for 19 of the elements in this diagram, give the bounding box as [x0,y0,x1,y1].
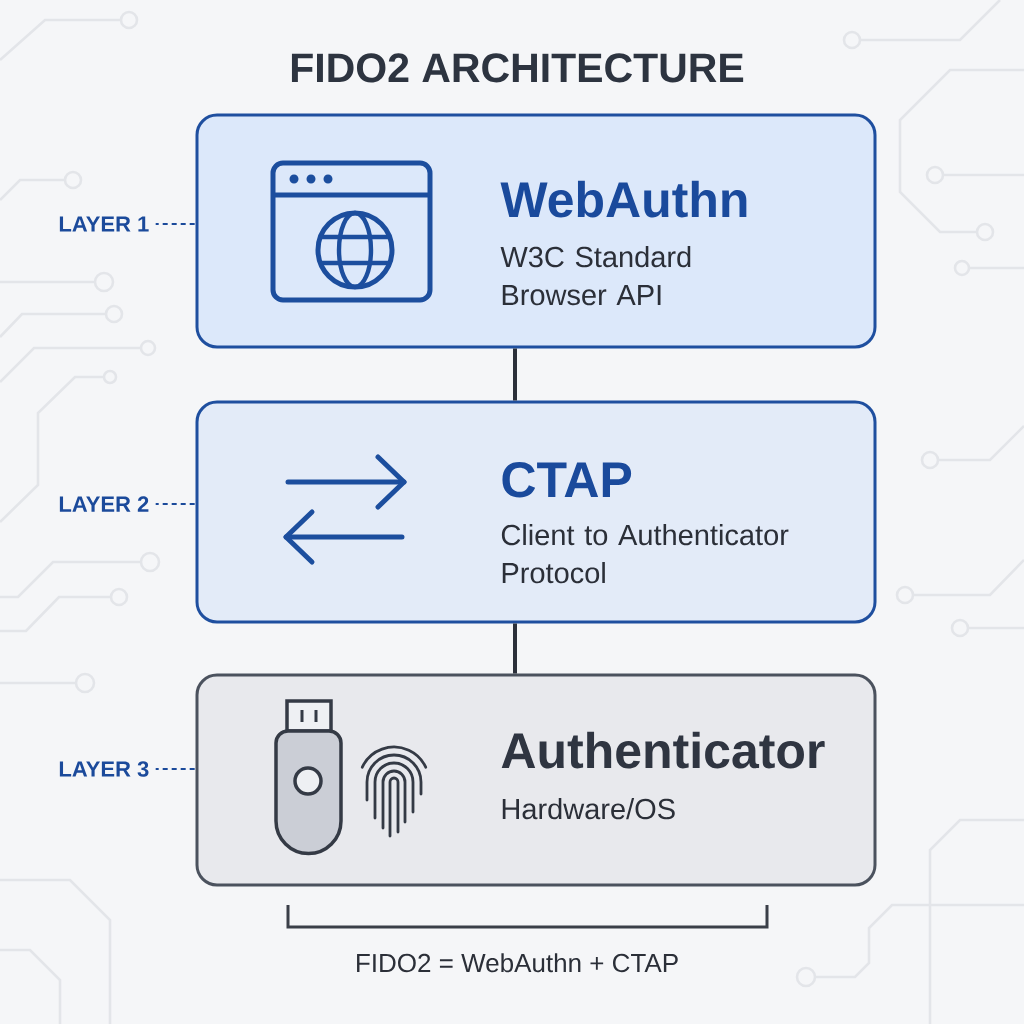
layer-box [195,673,877,887]
layer-label: LAYER 2 [59,496,149,512]
layer-description: Hardware/OS [502,798,675,820]
layer-title: WebAuthn [500,180,747,218]
title: FIDO2 ARCHITECTURE [291,53,744,83]
connector-line [513,623,517,674]
connector-line [513,348,517,401]
layer-label: LAYER 1 [59,216,149,232]
leader-line [154,768,197,770]
equation-label: FIDO2 = WebAuthn + CTAP [357,953,678,973]
layer-title: Authenticator [501,731,825,769]
leader-line [154,503,197,505]
layer-box [195,113,877,349]
layer-title: CTAP [502,462,632,498]
leader-line [154,223,197,225]
layer-description: W3C Standard Browser API [500,246,691,306]
layer-description: Client to Authenticator Protocol [501,524,789,584]
layer-label: LAYER 3 [59,761,149,777]
layer-box [195,400,877,624]
